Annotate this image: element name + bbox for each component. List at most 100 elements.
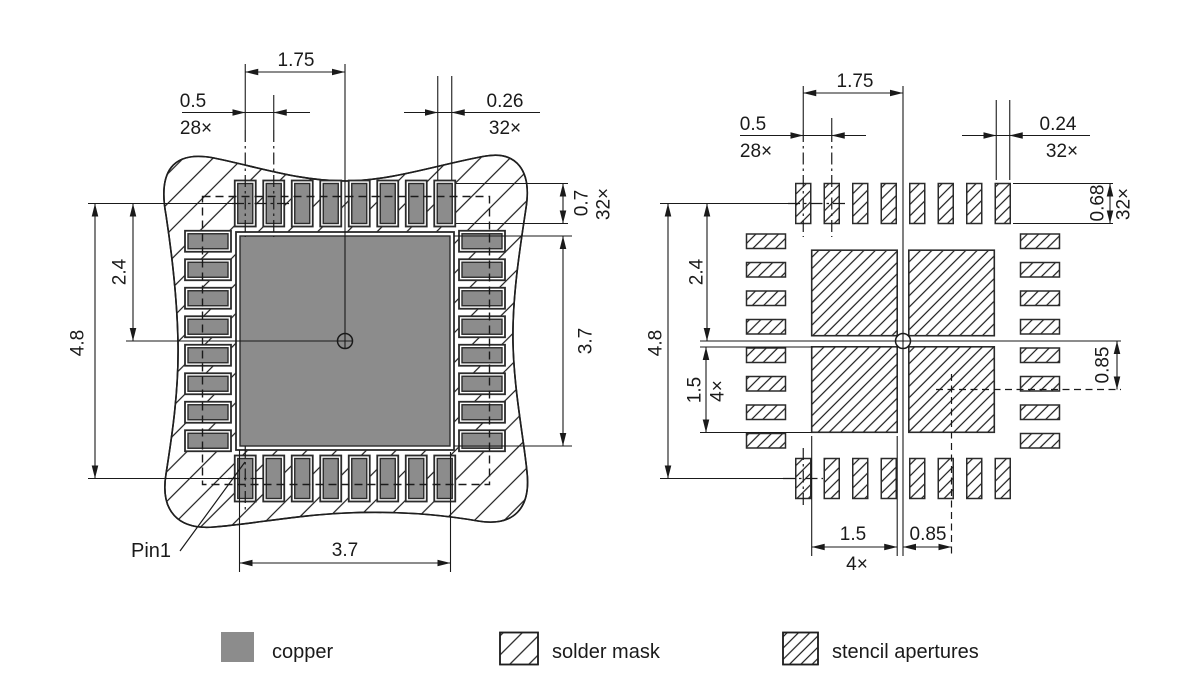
copper-pad <box>461 261 503 278</box>
copper-pad <box>187 290 229 307</box>
copper-pad <box>461 233 503 250</box>
dim-label: 0.5 <box>180 91 206 112</box>
stencil-aperture <box>880 182 897 225</box>
dim-quad-size-bottom: 1.5 4× <box>811 436 898 575</box>
dim-pitch-ref-right: 1.75 <box>802 71 903 130</box>
dim-aperture-length: 0.68 32× <box>1013 182 1135 225</box>
dim-outer-span-left: 4.8 <box>68 202 232 480</box>
legend-stencil-label: stencil apertures <box>832 641 979 663</box>
dim-label: 0.26 <box>487 91 524 112</box>
dim-label: 4.8 <box>68 330 89 356</box>
dim-count: 32× <box>594 188 615 220</box>
dim-quad-offset-right: 0.85 <box>1093 341 1121 390</box>
dim-label: 0.24 <box>1040 114 1077 135</box>
copper-pad <box>187 432 229 449</box>
stencil-aperture <box>1019 347 1061 364</box>
dim-count: 4× <box>846 554 868 575</box>
dim-label: 0.85 <box>910 524 947 545</box>
thermal-aperture-quad <box>907 249 996 337</box>
stencil-aperture <box>994 457 1011 500</box>
copper-pad <box>187 347 229 364</box>
stencil-swatch <box>782 631 819 666</box>
stencil-aperture <box>937 457 954 500</box>
dim-pad-width-left: 0.26 32× <box>404 76 540 180</box>
stencil-aperture <box>909 182 926 225</box>
dim-count: 28× <box>180 118 212 139</box>
dim-count: 32× <box>489 118 521 139</box>
copper-pad <box>461 432 503 449</box>
stencil-apertures-figure: 1.75 0.5 28× 0.24 32× 0.68 32× <box>646 71 1135 575</box>
copper-pad <box>461 375 503 392</box>
dim-count: 32× <box>1114 188 1135 220</box>
dim-label: 1.5 <box>840 524 866 545</box>
stencil-aperture <box>880 457 897 500</box>
copper-pad <box>294 182 311 225</box>
copper-pad <box>461 318 503 335</box>
stencil-aperture <box>1019 318 1061 335</box>
dim-label: 3.7 <box>576 328 597 354</box>
stencil-aperture <box>937 182 954 225</box>
stencil-aperture <box>1019 404 1061 421</box>
copper-pad <box>187 318 229 335</box>
pin1-label: Pin1 <box>131 540 171 562</box>
copper-pad <box>379 182 396 225</box>
copper-pad <box>187 375 229 392</box>
dim-aperture-width: 0.24 32× <box>962 100 1090 180</box>
dim-quad-offset-bottom: 0.85 <box>903 524 952 551</box>
stencil-aperture <box>745 375 787 392</box>
dim-quad-size-left: 1.5 4× <box>685 346 812 434</box>
copper-pad <box>408 182 425 225</box>
dim-label: 1.75 <box>837 71 874 92</box>
dim-count: 4× <box>708 380 729 402</box>
dim-count: 28× <box>740 141 772 162</box>
copper-pad <box>187 404 229 421</box>
leader-line <box>179 461 246 552</box>
dim-label: 0.5 <box>740 114 766 135</box>
stencil-aperture <box>823 457 840 500</box>
dim-pitch-right: 0.5 28× <box>740 114 866 162</box>
copper-pad <box>408 457 425 500</box>
dim-label: 3.7 <box>332 540 358 561</box>
stencil-aperture <box>1019 432 1061 449</box>
stencil-aperture <box>745 404 787 421</box>
stencil-aperture <box>994 182 1011 225</box>
copper-pad <box>322 182 339 225</box>
dim-pitch-ref-left: 1.75 <box>244 50 345 130</box>
legend-solder-mask-label: solder mask <box>552 641 661 663</box>
copper-pad <box>461 347 503 364</box>
dim-count: 32× <box>1046 141 1078 162</box>
dim-label: 0.85 <box>1093 347 1114 384</box>
dim-label: 2.4 <box>110 258 131 285</box>
center-mark <box>894 332 912 350</box>
stencil-aperture <box>966 182 983 225</box>
legend-copper-label: copper <box>272 641 333 663</box>
dim-label: 1.75 <box>278 50 315 71</box>
stencil-aperture <box>852 182 869 225</box>
dim-center-offset-right: 2.4 <box>687 203 711 341</box>
copper-pad <box>351 182 368 225</box>
copper-pad <box>294 457 311 500</box>
copper-swatch <box>221 632 254 662</box>
dim-label: 2.4 <box>687 258 708 285</box>
copper-pad <box>461 290 503 307</box>
stencil-aperture <box>1019 375 1061 392</box>
copper-pad <box>436 457 453 500</box>
copper-pad <box>265 457 282 500</box>
dim-pitch-left: 0.5 28× <box>180 91 310 139</box>
stencil-aperture-pads <box>745 182 1061 500</box>
stencil-aperture <box>745 261 787 278</box>
dim-thermal-pad-bottom: 3.7 <box>238 450 452 572</box>
thermal-aperture-quad <box>907 345 996 434</box>
stencil-aperture <box>745 290 787 307</box>
thermal-aperture-quad <box>810 345 899 434</box>
stencil-aperture <box>1019 261 1061 278</box>
solder-mask-swatch <box>499 631 539 666</box>
stencil-aperture <box>745 318 787 335</box>
stencil-aperture <box>745 432 787 449</box>
legend: copper solder mask stencil apertures <box>221 631 979 666</box>
stencil-aperture <box>745 233 787 250</box>
stencil-aperture <box>745 347 787 364</box>
copper-pad <box>187 233 229 250</box>
